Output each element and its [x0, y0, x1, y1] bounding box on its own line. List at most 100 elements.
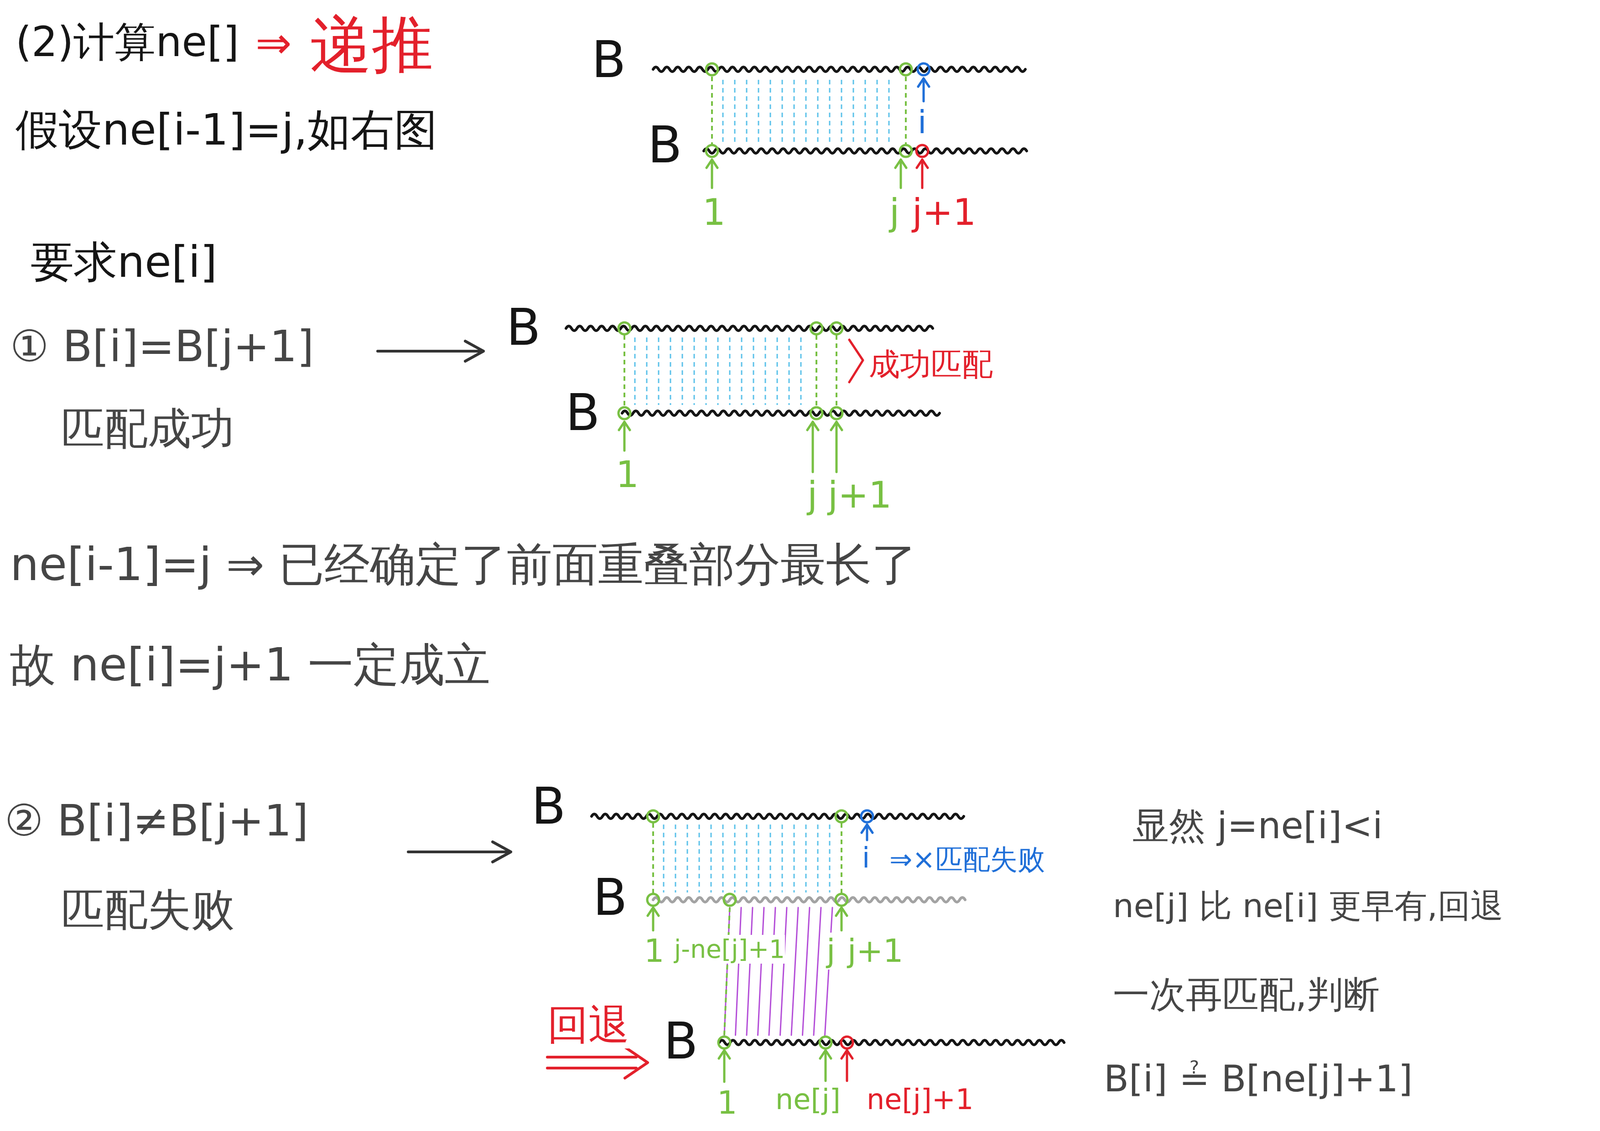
align-line [825, 907, 833, 1036]
pointer-arrow [835, 421, 838, 473]
align-line [769, 824, 772, 893]
text-label: ne[j] 比 ne[i] 更早有,回退 [1112, 887, 1504, 925]
align-line [793, 824, 795, 893]
align-line [735, 907, 742, 1036]
pointer-arrow [824, 1050, 827, 1081]
align-line [852, 79, 855, 143]
align-line [791, 907, 799, 1036]
align-line [705, 337, 707, 406]
string-wave [719, 1040, 1065, 1045]
match-marker [718, 1036, 731, 1049]
align-line [758, 79, 760, 143]
align-line [802, 907, 811, 1036]
arrow-head [718, 1050, 730, 1059]
arrow-head [807, 421, 819, 431]
align-line [658, 337, 660, 406]
pointer-arrow [899, 159, 903, 188]
arrow-head [836, 907, 847, 916]
text-label: 1 [716, 1084, 738, 1122]
align-line [734, 79, 736, 143]
align-line [876, 79, 878, 143]
arrow-head [861, 824, 873, 833]
arrow-head [831, 421, 842, 431]
text-label: 1 [644, 932, 665, 970]
text-label: (2)计算ne[] [15, 18, 239, 66]
align-line [815, 335, 818, 407]
text-label: j-ne[j]+1 [674, 935, 785, 964]
align-line [652, 823, 655, 894]
pointer-arrow [623, 421, 626, 451]
align-line [864, 79, 867, 143]
text-label: ⇒ [255, 18, 292, 68]
match-marker [899, 145, 912, 157]
align-line [758, 907, 765, 1036]
pointer-arrow [840, 907, 843, 931]
align-line [781, 79, 784, 143]
align-line [781, 824, 784, 893]
align-line [746, 907, 753, 1036]
match-marker [706, 63, 718, 76]
align-line [746, 824, 748, 893]
text-label: i [862, 841, 870, 874]
match-marker [810, 407, 823, 420]
pointer-arrow [922, 78, 925, 102]
align-line [753, 337, 755, 406]
align-line [698, 824, 701, 893]
match-marker [830, 322, 843, 335]
arrow-head [841, 1050, 853, 1059]
pointer-arrow [811, 421, 815, 473]
arrow-head [618, 421, 630, 431]
align-line [670, 337, 672, 406]
align-line [717, 337, 719, 406]
align-line [663, 824, 665, 893]
pointer-arrow [846, 1050, 849, 1081]
align-line [623, 335, 626, 407]
text-label: 一次再匹配,判断 [1112, 973, 1380, 1016]
align-line [904, 76, 907, 145]
text-label: ne[j]+1 [866, 1083, 974, 1116]
text-label: 故 ne[i]=j+1 一定成立 [10, 638, 491, 691]
text-label: 匹配成功 [61, 403, 235, 454]
align-line [734, 824, 736, 893]
align-line [800, 337, 802, 406]
align-line [813, 907, 821, 1036]
pointer-arrow [723, 1050, 726, 1082]
text-label: j+1 [847, 932, 904, 970]
arrow-head [916, 159, 928, 168]
text-label: B [506, 298, 541, 357]
match-marker [706, 145, 718, 157]
align-line [741, 337, 743, 406]
align-line [724, 907, 730, 1036]
text-label: j+1 [912, 191, 977, 234]
align-line [805, 79, 807, 143]
string-wave [703, 148, 1027, 154]
align-line [793, 79, 795, 143]
align-line [829, 79, 831, 143]
align-line [634, 337, 636, 406]
align-line [841, 79, 843, 143]
text-label: B[i] ≟ B[ne[j]+1] [1103, 1058, 1413, 1101]
text-label: j [826, 932, 836, 970]
match-marker [835, 893, 848, 906]
align-line [746, 79, 748, 143]
text-label: ② B[i]≠B[j+1] [4, 795, 309, 846]
text-label: B [663, 1012, 698, 1071]
match-marker [819, 1036, 832, 1049]
match-marker [723, 893, 736, 906]
text-label: 假设ne[i-1]=j,如右图 [15, 104, 438, 155]
text-label: i [917, 103, 927, 141]
align-line [817, 824, 819, 893]
text-label: 匹配失败 [61, 884, 235, 935]
align-line [729, 337, 731, 406]
match-marker [899, 63, 912, 76]
text-label: 成功匹配 [868, 346, 993, 383]
text-label: B [565, 384, 600, 442]
match-marker [835, 810, 848, 823]
double-arrow [547, 1047, 648, 1079]
arrow-head [918, 78, 930, 87]
pointer-arrow [711, 159, 714, 188]
text-label: 要求ne[i] [30, 237, 218, 287]
arrow-head [706, 159, 718, 168]
align-line [710, 824, 712, 893]
implies-arrow [377, 341, 484, 362]
